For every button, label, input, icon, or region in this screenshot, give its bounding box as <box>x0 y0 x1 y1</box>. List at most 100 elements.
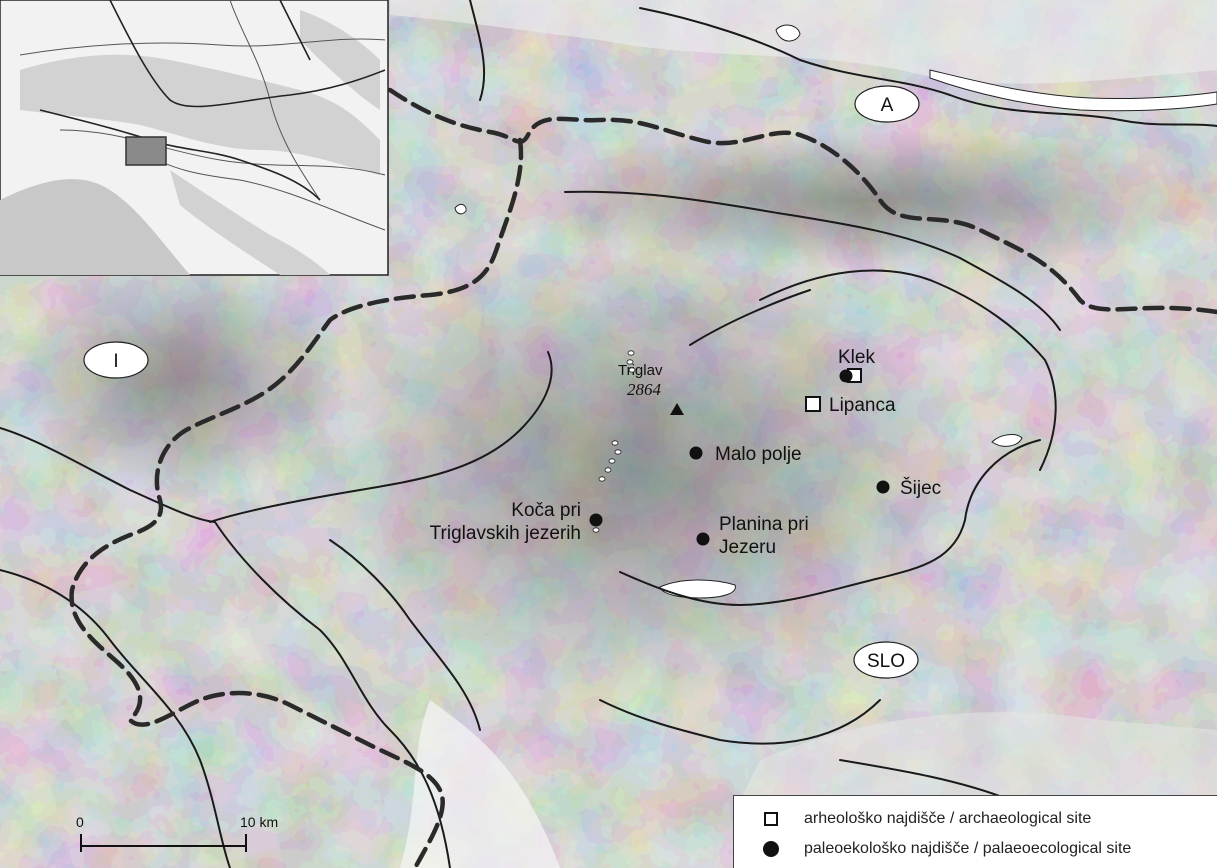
country-badge-shape <box>83 341 149 379</box>
inset-carpathians <box>300 10 380 110</box>
country-badge-austria: A <box>854 85 920 123</box>
valley-south <box>400 700 560 868</box>
inset-adriatic-sea <box>0 179 190 275</box>
inset-borders <box>39 0 386 201</box>
country-badge-shape <box>854 85 920 123</box>
river-idrijca <box>329 539 481 731</box>
inset-river <box>139 149 386 231</box>
river-radovna <box>689 289 811 346</box>
river-drava <box>639 7 1217 127</box>
peak-elevation-label: 2864 <box>627 380 662 399</box>
lakes <box>454 24 1217 599</box>
dot-icon <box>696 532 710 546</box>
river-soca-south <box>214 521 451 868</box>
river-tagliamento <box>0 427 216 523</box>
inset-dinarides <box>170 170 330 275</box>
river-upper <box>469 0 486 101</box>
border-italy-austria-slovenia <box>69 137 524 868</box>
site-label: Koča pri <box>511 500 581 521</box>
country-label-slovenia: SLO <box>867 651 905 672</box>
western-ridge <box>10 260 350 500</box>
glacial-lake <box>611 440 619 446</box>
dot-icon <box>876 480 890 494</box>
glacial-lake <box>628 367 636 373</box>
site-malo-polje: Malo polje <box>689 444 802 465</box>
site-label: Klek <box>838 347 875 368</box>
dot-icon <box>763 841 779 857</box>
glacial-lake <box>598 476 606 482</box>
inset-study-area-box <box>125 136 167 166</box>
site-label: Malo polje <box>715 444 802 465</box>
dot-icon <box>839 369 853 383</box>
inset-locator-map <box>0 0 389 276</box>
river-gail <box>564 190 1061 331</box>
glacial-lake <box>604 467 612 473</box>
legend-symbol <box>760 808 782 830</box>
legend-item-archaeological: arheološko najdišče / archaeological sit… <box>760 804 1217 834</box>
legend-item-label: paleoekološko najdišče / palaeoecologica… <box>804 840 1132 857</box>
scale-start-label: 0 <box>76 814 84 830</box>
glacial-lake <box>627 350 635 356</box>
glacial-lake <box>626 359 634 365</box>
site-koca-pri-triglavskih-jezerih: Koča pri Triglavskih jezerih <box>430 500 603 544</box>
scale-bar: 0 10 km <box>76 814 278 852</box>
river-baca <box>599 699 881 745</box>
river-soca <box>209 351 553 523</box>
site-klek: Klek <box>838 347 875 383</box>
site-label: Planina pri <box>719 514 809 535</box>
national-borders <box>69 87 1217 868</box>
scale-end-label: 10 km <box>240 814 278 830</box>
valley-southeast <box>740 712 1217 800</box>
site-planina-pri-jezeru: Planina pri Jezeru <box>696 514 809 558</box>
inset-relief <box>20 10 380 275</box>
river-west <box>0 569 231 868</box>
dot-icon <box>689 446 703 460</box>
country-label-italy: I <box>113 351 118 372</box>
glacial-lake <box>608 458 616 464</box>
legend-item-palaeoecological: paleoekološko najdišče / palaeoecologica… <box>760 834 1217 864</box>
site-label: Šijec <box>900 477 941 499</box>
legend-item-label: arheološko najdišče / archaeological sit… <box>804 810 1092 827</box>
julian-alps-massif <box>310 240 970 700</box>
river-sava-bohinjka <box>619 439 1041 606</box>
peak-name-label: Triglav <box>618 362 663 379</box>
river-sava-dolinka <box>759 269 1057 471</box>
inset-border <box>39 109 321 201</box>
site-label: Lipanca <box>829 395 896 416</box>
country-badge-slovenia: SLO <box>853 641 919 679</box>
inset-river <box>19 38 386 56</box>
site-sijec: Šijec <box>876 477 941 499</box>
lake-bohinj <box>659 579 736 599</box>
lake-drava <box>929 69 1217 112</box>
glacial-lakes <box>592 350 636 533</box>
site-lipanca: Lipanca <box>805 395 896 416</box>
inset-border <box>109 0 386 108</box>
inset-river <box>229 0 321 201</box>
country-labels: A I SLO <box>83 85 920 679</box>
country-label-austria: A <box>881 95 894 116</box>
dot-icon <box>589 513 603 527</box>
site-markers: Klek Lipanca Malo polje Šijec Koča pri T… <box>430 347 942 558</box>
inset-rivers <box>19 0 386 231</box>
country-badge-italy: I <box>83 341 149 379</box>
inset-alps <box>20 54 380 175</box>
legend-symbol <box>760 838 782 860</box>
square-icon <box>764 812 778 826</box>
glacial-lake <box>614 449 622 455</box>
lake-small <box>454 203 467 215</box>
lake-bled <box>991 434 1023 447</box>
glacial-lake <box>592 527 600 533</box>
site-label: Jezeru <box>719 537 776 558</box>
lowland-north <box>390 0 1217 84</box>
inset-border <box>279 0 311 61</box>
triangle-peak-icon <box>670 403 684 415</box>
karawanks-ridge <box>500 130 1217 270</box>
legend: arheološko najdišče / archaeological sit… <box>733 795 1217 868</box>
square-icon <box>805 396 821 412</box>
inset-river <box>59 129 386 176</box>
country-badge-shape <box>853 641 919 679</box>
peak-triglav: Triglav 2864 <box>618 362 684 415</box>
lake-north <box>775 24 801 42</box>
